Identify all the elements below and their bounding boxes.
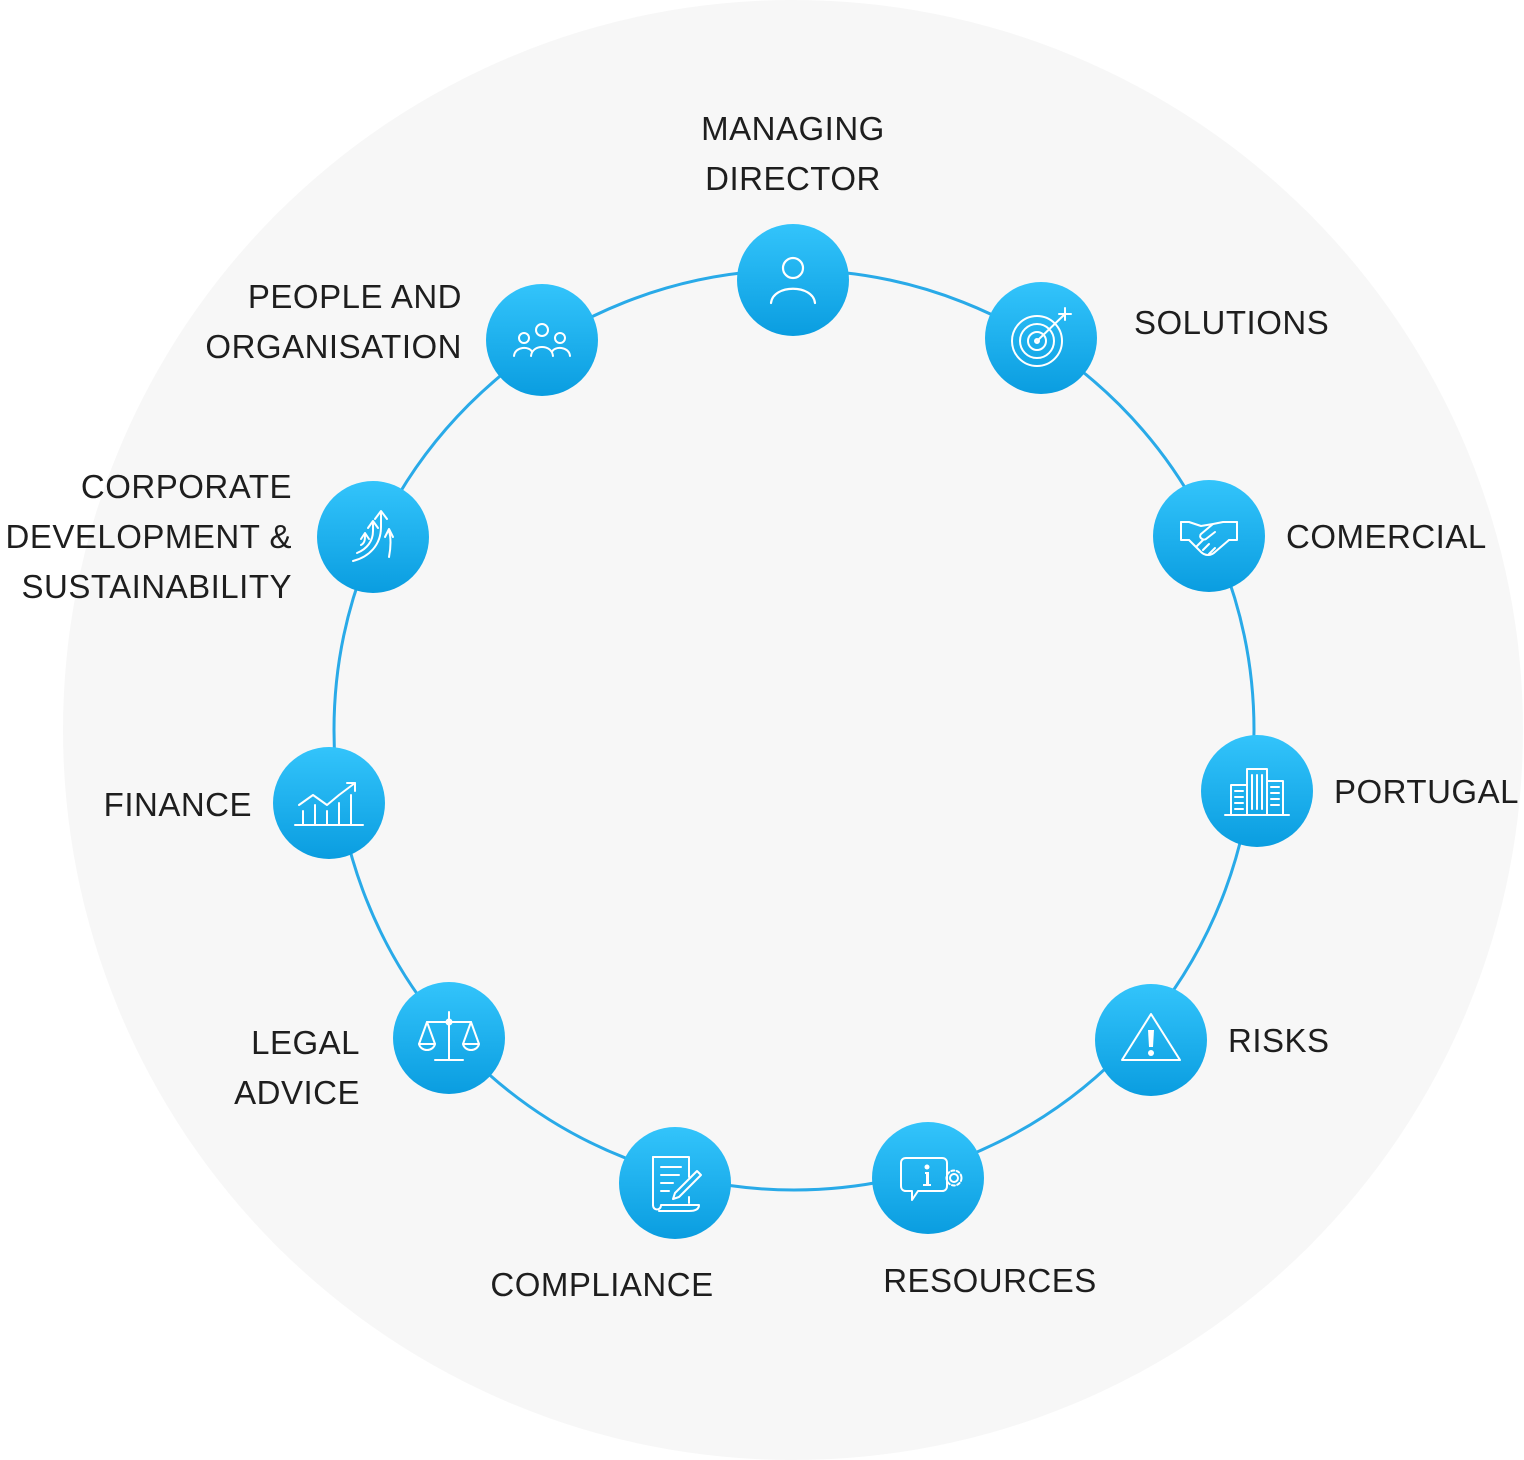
- node-finance[interactable]: [273, 747, 385, 859]
- document-pen-icon: [652, 1156, 702, 1212]
- label-corporate-development: CORPORATE DEVELOPMENT & SUSTAINABILITY: [5, 468, 292, 605]
- node-managing-director[interactable]: [737, 224, 849, 336]
- label-managing-director: MANAGING DIRECTOR: [701, 110, 885, 197]
- buildings-icon: [1224, 768, 1290, 816]
- node-legal-advice[interactable]: [393, 982, 505, 1094]
- growth-chart-icon: [294, 782, 364, 826]
- warning-icon: [1121, 1013, 1181, 1061]
- scales-icon: [418, 1011, 480, 1061]
- label-solutions: SOLUTIONS: [1134, 304, 1330, 341]
- label-compliance: COMPLIANCE: [490, 1266, 714, 1303]
- team-icon: [513, 323, 571, 357]
- node-risks[interactable]: [1095, 984, 1207, 1096]
- label-comercial: COMERCIAL: [1286, 518, 1487, 555]
- node-compliance[interactable]: [619, 1127, 731, 1239]
- background-disc: [63, 0, 1523, 1460]
- label-finance: FINANCE: [103, 786, 252, 823]
- label-people-organisation: PEOPLE AND ORGANISATION: [205, 278, 462, 365]
- info-chat-icon: [900, 1157, 963, 1201]
- node-comercial[interactable]: [1153, 480, 1265, 592]
- node-corporate-development[interactable]: [317, 481, 429, 593]
- rising-arrows-icon: [352, 510, 394, 562]
- node-solutions[interactable]: [985, 282, 1097, 394]
- label-portugal: PORTUGAL: [1334, 773, 1519, 810]
- node-portugal[interactable]: [1201, 735, 1313, 847]
- handshake-icon: [1180, 521, 1238, 556]
- target-icon: [1011, 307, 1072, 367]
- label-resources: RESOURCES: [883, 1262, 1097, 1299]
- person-icon: [769, 256, 817, 305]
- node-resources[interactable]: [872, 1122, 984, 1234]
- label-legal-advice: LEGAL ADVICE: [234, 1024, 360, 1111]
- node-people-organisation[interactable]: [486, 284, 598, 396]
- label-risks: RISKS: [1228, 1022, 1330, 1059]
